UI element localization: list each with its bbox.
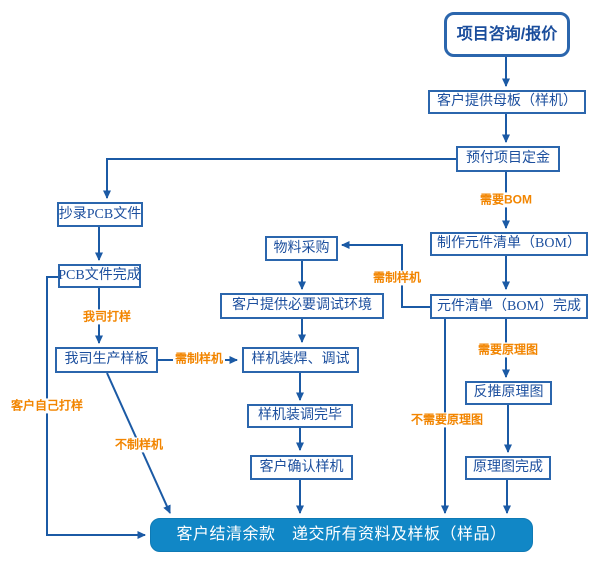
edge-label-need-schematic: 需要原理图 <box>475 342 541 358</box>
node-pcb-files-done: PCB文件完成 <box>58 264 141 288</box>
node-debug-environment: 客户提供必要调试环境 <box>220 293 384 319</box>
node-sample-assembly-debug: 样机装焊、调试 <box>242 347 359 373</box>
edge-label-customer-own-prototype: 客户自己打样 <box>8 398 86 414</box>
node-material-purchase: 物料采购 <box>265 236 338 261</box>
node-final-settlement-delivery: 客户结清余款 递交所有资料及样板（样品） <box>150 518 533 552</box>
node-sample-debug-done: 样机装调完毕 <box>247 404 353 428</box>
edge-label-need-sample-right: 需制样机 <box>370 270 424 286</box>
node-project-deposit: 预付项目定金 <box>456 146 560 172</box>
edge-label-no-sample: 不制样机 <box>112 437 166 453</box>
node-make-bom-list: 制作元件清单（BOM） <box>430 232 588 256</box>
node-customer-motherboard: 客户提供母板（样机） <box>428 90 586 114</box>
edge-label-our-prototype: 我司打样 <box>80 309 134 325</box>
node-schematic-done: 原理图完成 <box>465 456 551 480</box>
node-produce-sample-board: 我司生产样板 <box>55 347 158 373</box>
connector-deposit-to-copy-pcb <box>103 158 456 199</box>
edge-label-need-sample-left: 需制样机 <box>172 351 226 367</box>
node-customer-confirm-sample: 客户确认样机 <box>250 455 353 480</box>
edge-label-need-bom: 需要BOM <box>478 192 534 208</box>
node-copy-pcb-files: 抄录PCB文件 <box>57 202 143 227</box>
edge-label-no-schematic: 不需要原理图 <box>408 412 486 428</box>
node-project-consult-quote: 项目咨询/报价 <box>444 12 570 57</box>
node-bom-list-done: 元件清单（BOM）完成 <box>430 294 588 319</box>
node-reverse-schematic: 反推原理图 <box>465 381 552 405</box>
